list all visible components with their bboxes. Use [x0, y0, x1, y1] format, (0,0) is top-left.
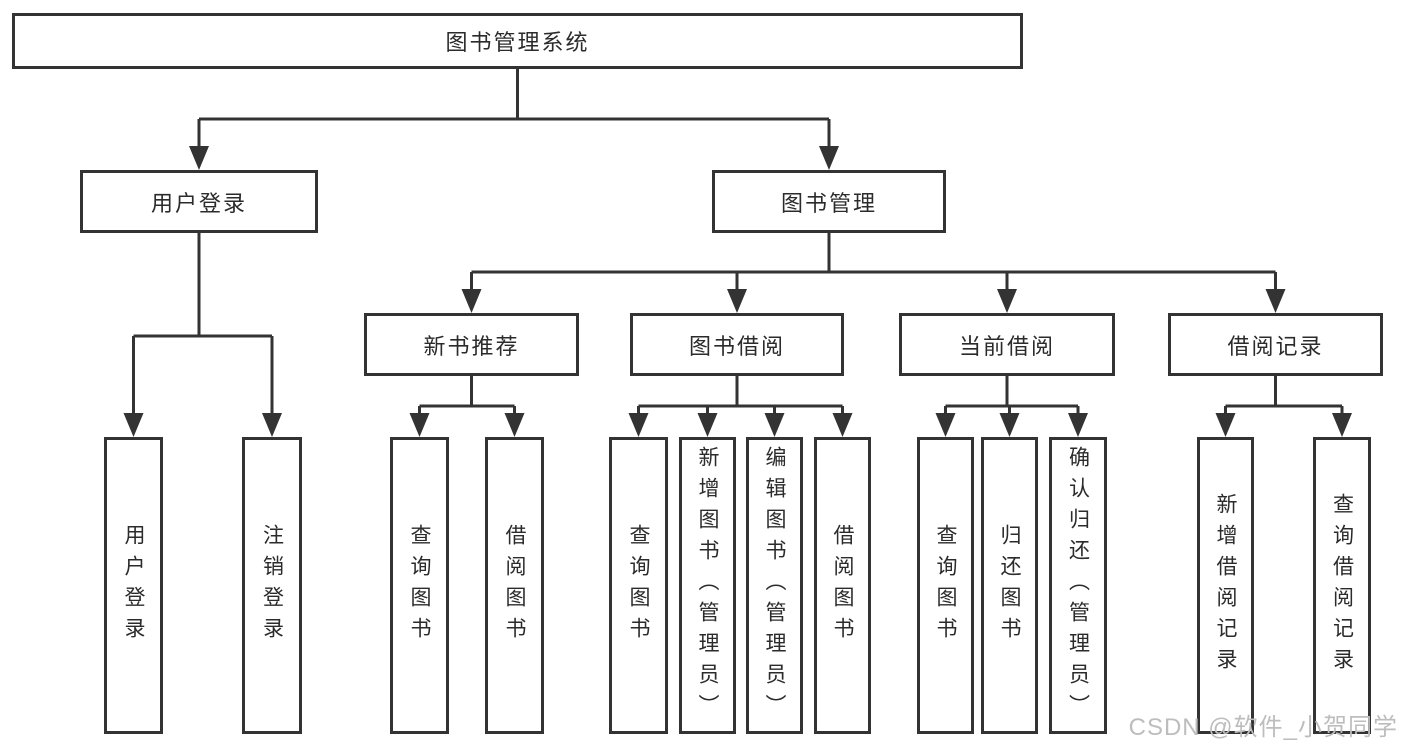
leaf-confirm-return-admin: 确认归还（管理员）	[1049, 437, 1107, 734]
leaf-borrow-books: 借阅图书	[814, 437, 871, 734]
node-book-borrow-label: 图书借阅	[688, 333, 785, 359]
leaf-confirm-return-admin-label: 确认归还（管理员）	[1066, 446, 1090, 725]
node-borrow-records: 借阅记录	[1168, 313, 1383, 376]
leaf-query-borrow-record-label: 查询借阅记录	[1330, 492, 1354, 679]
leaf-newbook-borrow-books: 借阅图书	[485, 437, 544, 734]
leaf-query-borrow-record: 查询借阅记录	[1313, 437, 1371, 734]
leaf-newbook-borrow-books-label: 借阅图书	[503, 523, 526, 648]
leaf-borrow-books-label: 借阅图书	[831, 523, 854, 648]
leaf-return-books-label: 归还图书	[998, 523, 1021, 648]
leaf-add-books-admin: 新增图书（管理员）	[679, 437, 736, 734]
arrowhead-icons	[123, 146, 1352, 437]
leaf-edit-books-admin: 编辑图书（管理员）	[746, 437, 803, 734]
leaf-add-books-admin-label: 新增图书（管理员）	[696, 446, 719, 725]
node-user-login-label: 用户登录	[150, 190, 247, 216]
node-current-borrow: 当前借阅	[899, 313, 1115, 376]
leaf-user-login-label: 用户登录	[122, 523, 145, 648]
leaf-logout-label: 注销登录	[260, 523, 284, 648]
csdn-watermark: CSDN @软件_小贺同学	[1128, 714, 1398, 741]
node-book-management-label: 图书管理	[780, 190, 877, 216]
leaf-current-query-books: 查询图书	[917, 437, 974, 734]
leaf-user-login: 用户登录	[104, 437, 163, 734]
leaf-borrow-query-books: 查询图书	[609, 437, 668, 734]
leaf-borrow-query-books-label: 查询图书	[627, 523, 650, 648]
leaf-add-borrow-record: 新增借阅记录	[1197, 437, 1254, 734]
node-borrow-records-label: 借阅记录	[1227, 333, 1324, 359]
node-new-book-recommend-label: 新书推荐	[423, 333, 520, 359]
node-book-borrow: 图书借阅	[630, 313, 844, 376]
node-root-system: 图书管理系统	[12, 13, 1023, 69]
leaf-logout: 注销登录	[242, 437, 302, 734]
node-new-book-recommend: 新书推荐	[364, 313, 579, 376]
leaf-current-query-books-label: 查询图书	[934, 523, 957, 648]
node-user-login: 用户登录	[80, 170, 318, 233]
leaf-newbook-query-books: 查询图书	[390, 437, 449, 734]
node-current-borrow-label: 当前借阅	[958, 333, 1055, 359]
leaf-add-borrow-record-label: 新增借阅记录	[1214, 492, 1237, 679]
node-book-management: 图书管理	[712, 170, 946, 233]
leaf-return-books: 归还图书	[981, 437, 1038, 734]
leaf-edit-books-admin-label: 编辑图书（管理员）	[763, 446, 786, 725]
node-root-label: 图书管理系统	[445, 30, 590, 55]
leaf-newbook-query-books-label: 查询图书	[408, 523, 431, 648]
